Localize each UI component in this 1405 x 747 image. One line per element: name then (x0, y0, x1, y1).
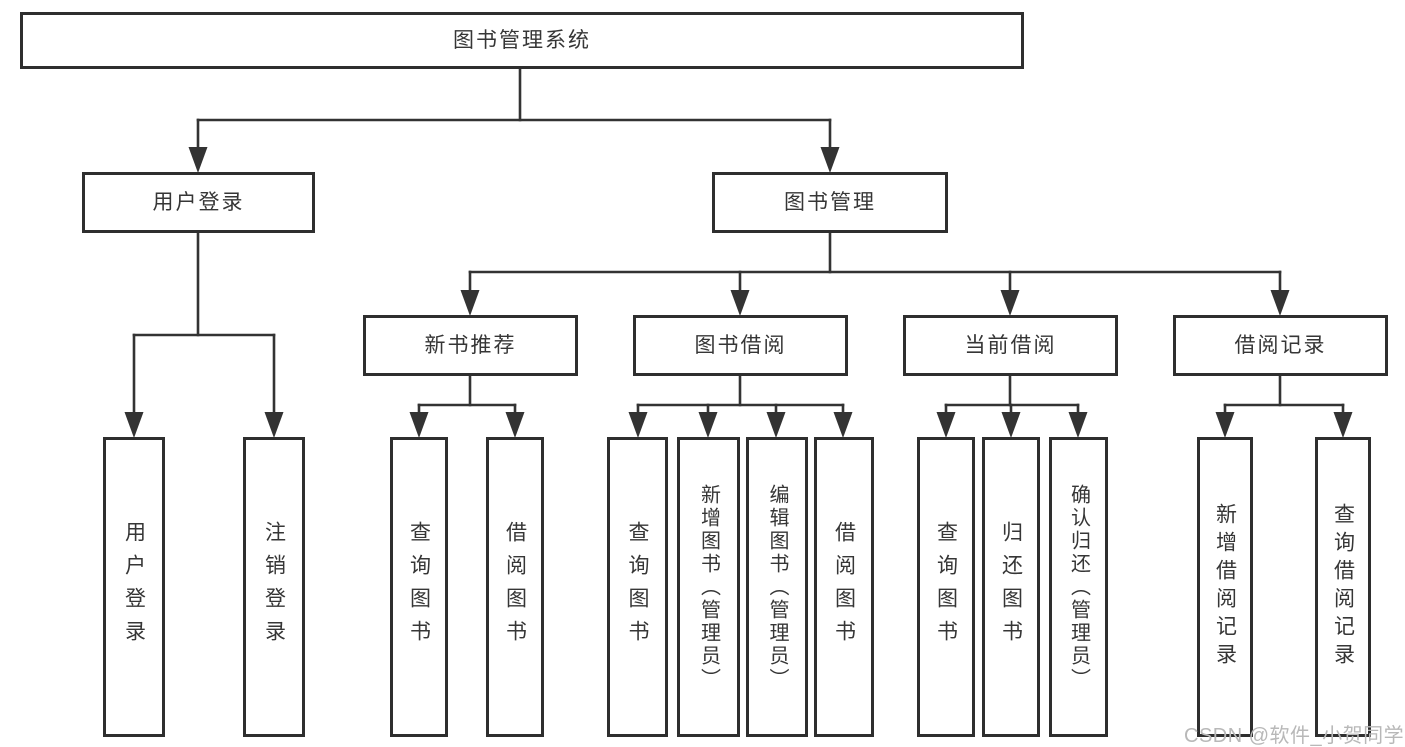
leaf-borrow-books-borrow: 借阅图书 (814, 437, 874, 737)
node-label: 图书管理 (784, 191, 876, 214)
node-new-book-recommend: 新书推荐 (363, 315, 578, 376)
node-label: 借阅图书 (503, 521, 527, 653)
node-label: 图书借阅 (694, 334, 787, 357)
node-label: 新书推荐 (424, 334, 517, 357)
node-label: 用户登录 (122, 521, 146, 653)
node-label: 归还图书 (999, 521, 1023, 653)
leaf-query-books-recommend: 查询图书 (390, 437, 448, 737)
node-label: 查询借阅记录 (1331, 503, 1355, 671)
leaf-borrow-books-recommend: 借阅图书 (486, 437, 544, 737)
node-label: 新增图书（管理员） (697, 483, 720, 691)
node-user-login: 用户登录 (82, 172, 315, 233)
node-label: 图书管理系统 (453, 29, 591, 52)
node-label: 当前借阅 (964, 334, 1057, 357)
node-label: 查询图书 (626, 521, 649, 653)
leaf-user-login: 用户登录 (103, 437, 165, 737)
leaf-add-book-admin: 新增图书（管理员） (677, 437, 740, 737)
leaf-logout: 注销登录 (243, 437, 305, 737)
node-label: 新增借阅记录 (1213, 503, 1237, 671)
leaf-return-books: 归还图书 (982, 437, 1040, 737)
node-label: 用户登录 (152, 191, 245, 214)
watermark: CSDN @软件_小贺同学 (1184, 725, 1405, 747)
leaf-confirm-return-admin: 确认归还（管理员） (1049, 437, 1108, 737)
node-label: 借阅图书 (832, 521, 856, 653)
node-label: 确认归还（管理员） (1067, 483, 1090, 691)
node-book-management: 图书管理 (712, 172, 948, 233)
node-label: 借阅记录 (1234, 334, 1327, 357)
leaf-query-borrow-record: 查询借阅记录 (1315, 437, 1371, 737)
node-label: 注销登录 (262, 521, 286, 653)
node-library-management-system: 图书管理系统 (20, 12, 1024, 69)
node-book-borrowing: 图书借阅 (633, 315, 848, 376)
node-label: 查询图书 (407, 521, 431, 653)
leaf-add-borrow-record: 新增借阅记录 (1197, 437, 1253, 737)
node-label: 查询图书 (934, 521, 958, 653)
leaf-edit-book-admin: 编辑图书（管理员） (746, 437, 808, 737)
node-current-borrowing: 当前借阅 (903, 315, 1118, 376)
leaf-query-books-current: 查询图书 (917, 437, 975, 737)
node-label: 编辑图书（管理员） (766, 483, 788, 691)
node-borrowing-records: 借阅记录 (1173, 315, 1388, 376)
leaf-query-books-borrow: 查询图书 (607, 437, 668, 737)
